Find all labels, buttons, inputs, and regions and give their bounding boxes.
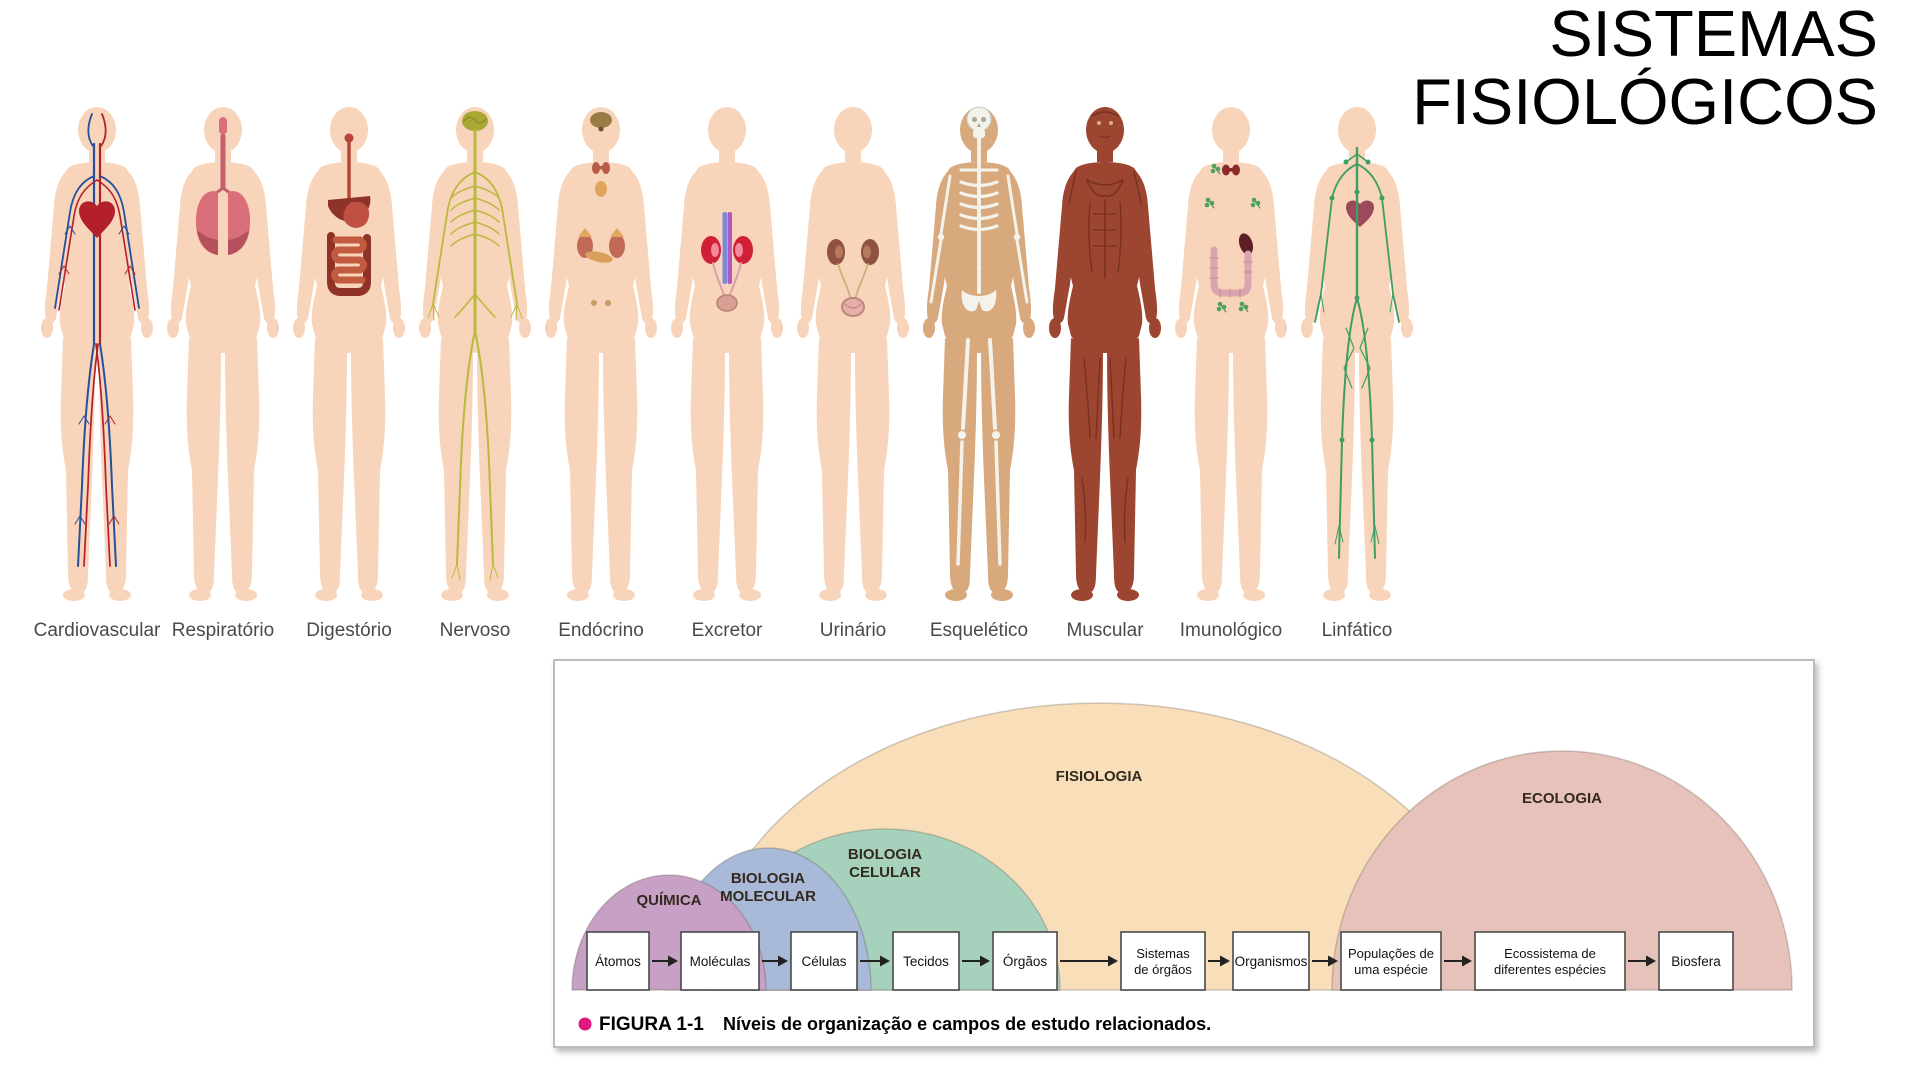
figure-lymphatic (1301, 107, 1413, 601)
level-label: Moléculas (690, 954, 751, 969)
figure-caption-label: FIGURA 1-1 (599, 1014, 704, 1035)
arrow-head-icon (778, 955, 788, 967)
system-column-digestive: Digestório (286, 96, 412, 642)
system-label: Nervoso (439, 620, 511, 641)
level-label: Átomos (595, 954, 641, 969)
system-label: Cardiovascular (33, 620, 161, 641)
level-box (790, 931, 858, 991)
page-title-line1: SISTEMAS (1549, 0, 1878, 70)
system-column-immune: Imunológico (1168, 96, 1294, 642)
level-box (992, 931, 1058, 991)
arrow-head-icon (1108, 955, 1118, 967)
page-title-line2: FISIOLÓGICOS (1412, 65, 1878, 139)
page-title: SISTEMAS FISIOLÓGICOS (1412, 0, 1878, 137)
system-column-urinary: Urinário (790, 96, 916, 642)
arrow-head-icon (1646, 955, 1656, 967)
level-box (1340, 931, 1442, 991)
field-label: CELULAR (849, 864, 921, 881)
figure-caption-text: Níveis de organização e campos de estudo… (723, 1014, 1211, 1034)
level-label: Tecidos (903, 954, 949, 969)
system-column-skeletal: Esquelético (916, 96, 1042, 642)
system-column-lymphatic: Linfático (1294, 96, 1420, 642)
level-label: Órgãos (1003, 954, 1048, 969)
figure-cardiovascular (41, 107, 153, 601)
figure-urinary (797, 107, 909, 601)
body-systems-row: Cardiovascular Respiratório Digestório Nerv… (34, 96, 1420, 642)
system-column-endocrine: Endócrino (538, 96, 664, 642)
arrow-head-icon (1462, 955, 1472, 967)
level-label: de órgãos (1134, 962, 1192, 977)
system-column-excretory: Excretor (664, 96, 790, 642)
figure-nervous (419, 107, 531, 601)
system-label: Digestório (306, 620, 392, 641)
arrow-head-icon (668, 955, 678, 967)
system-label: Endócrino (558, 620, 644, 641)
figure-muscular (1049, 107, 1161, 601)
figure-digestive (293, 107, 405, 601)
arrow-head-icon (980, 955, 990, 967)
level-label: uma espécie (1354, 962, 1428, 977)
figure-1-1-canvas: QUÍMICABIOLOGIAMOLECULARBIOLOGIACELULARF… (571, 702, 1793, 1035)
figure-respiratory (167, 107, 279, 601)
level-box (1658, 931, 1734, 991)
arrow-head-icon (1328, 955, 1338, 967)
field-dome-ecologia (1331, 750, 1793, 991)
system-column-nervous: Nervoso (412, 96, 538, 642)
system-column-muscular: Muscular (1042, 96, 1168, 642)
system-label: Respiratório (171, 620, 275, 641)
field-label: BIOLOGIA (848, 846, 922, 863)
system-label: Imunológico (1179, 620, 1283, 641)
field-label: BIOLOGIA (731, 870, 805, 887)
field-label: ECOLOGIA (1522, 790, 1602, 807)
figure-endocrine (545, 107, 657, 601)
level-box (1474, 931, 1626, 991)
figure-bullet (578, 1017, 592, 1031)
level-label: Sistemas (1136, 946, 1190, 961)
arrow-head-icon (880, 955, 890, 967)
level-box (1120, 931, 1206, 991)
field-label: FISIOLOGIA (1056, 768, 1143, 785)
level-label: diferentes espécies (1494, 962, 1607, 977)
level-label: Células (801, 954, 846, 969)
system-label: Muscular (1066, 620, 1144, 641)
level-label: Ecossistema de (1504, 946, 1596, 961)
system-column-cardiovascular: Cardiovascular (34, 96, 160, 642)
level-box (1232, 931, 1310, 991)
level-box (586, 931, 650, 991)
system-column-respiratory: Respiratório (160, 96, 286, 642)
level-label: Biosfera (1671, 954, 1721, 969)
figure-skeletal (923, 106, 1035, 601)
level-box (680, 931, 760, 991)
field-label: QUÍMICA (637, 892, 702, 909)
system-label: Urinário (819, 620, 887, 641)
level-box (892, 931, 960, 991)
system-label: Excretor (691, 620, 763, 641)
figure-immune (1175, 107, 1287, 601)
figure-excretory (671, 107, 783, 601)
arrow-head-icon (1220, 955, 1230, 967)
level-label: Populações de (1348, 946, 1434, 961)
level-label: Organismos (1235, 954, 1308, 969)
system-label: Esquelético (929, 620, 1029, 641)
system-label: Linfático (1321, 620, 1393, 641)
field-label: MOLECULAR (720, 888, 816, 905)
